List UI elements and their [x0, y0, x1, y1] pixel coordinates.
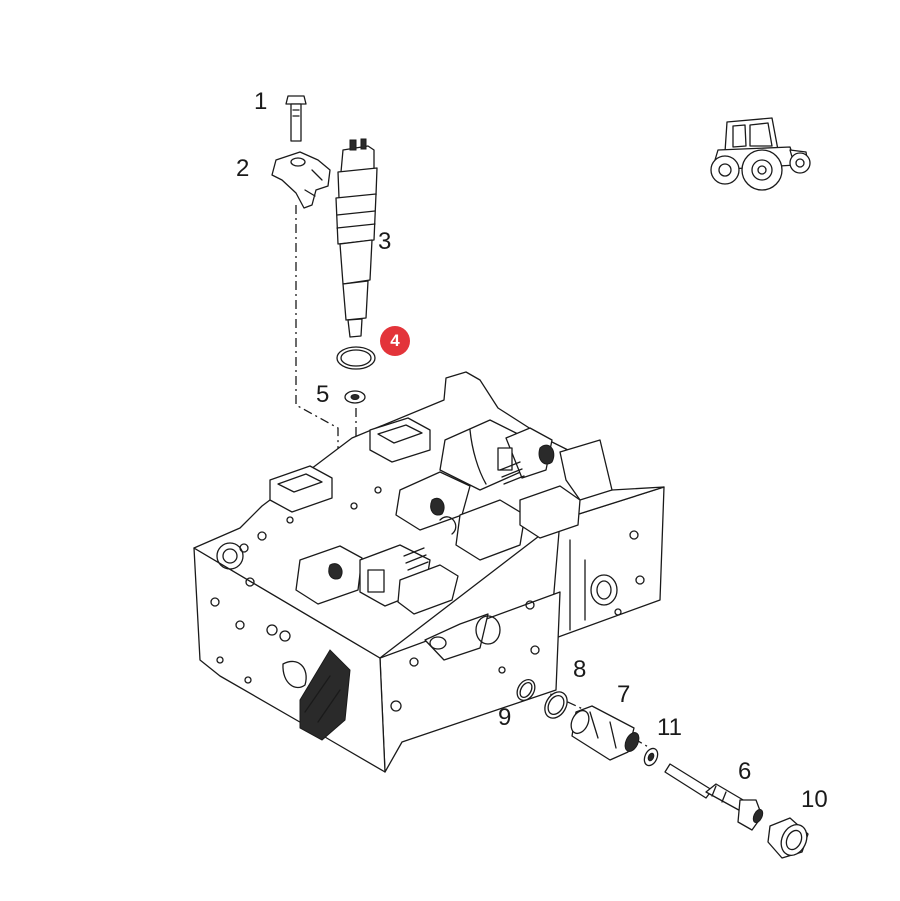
part-9-o-ring[interactable] — [514, 676, 539, 703]
callout-10[interactable]: 10 — [801, 786, 828, 813]
callout-6[interactable]: 6 — [738, 758, 752, 785]
callout-2[interactable]: 2 — [236, 155, 250, 182]
tractor-icon — [710, 117, 811, 191]
part-2-clamp[interactable] — [271, 151, 331, 209]
callout-7[interactable]: 7 — [617, 681, 631, 708]
callout-3[interactable]: 3 — [378, 228, 392, 255]
part-5-washer[interactable] — [344, 390, 366, 404]
callout-4-selected[interactable]: 4 — [380, 326, 410, 356]
callout-8[interactable]: 8 — [573, 656, 587, 683]
part-7-sleeve[interactable] — [568, 705, 642, 761]
part-4-o-ring[interactable] — [336, 346, 376, 370]
callout-11[interactable]: 11 — [657, 714, 682, 741]
part-8-o-ring[interactable] — [540, 688, 571, 722]
part-3-injector[interactable] — [335, 138, 378, 338]
callout-9[interactable]: 9 — [498, 704, 512, 731]
part-11-washer[interactable] — [642, 746, 660, 767]
callout-5[interactable]: 5 — [316, 381, 330, 408]
cylinder-head — [193, 371, 665, 773]
part-10-plug[interactable] — [767, 817, 812, 860]
callout-1[interactable]: 1 — [254, 88, 268, 115]
part-6-connector[interactable] — [664, 763, 765, 831]
part-1-bolt[interactable] — [285, 95, 307, 142]
